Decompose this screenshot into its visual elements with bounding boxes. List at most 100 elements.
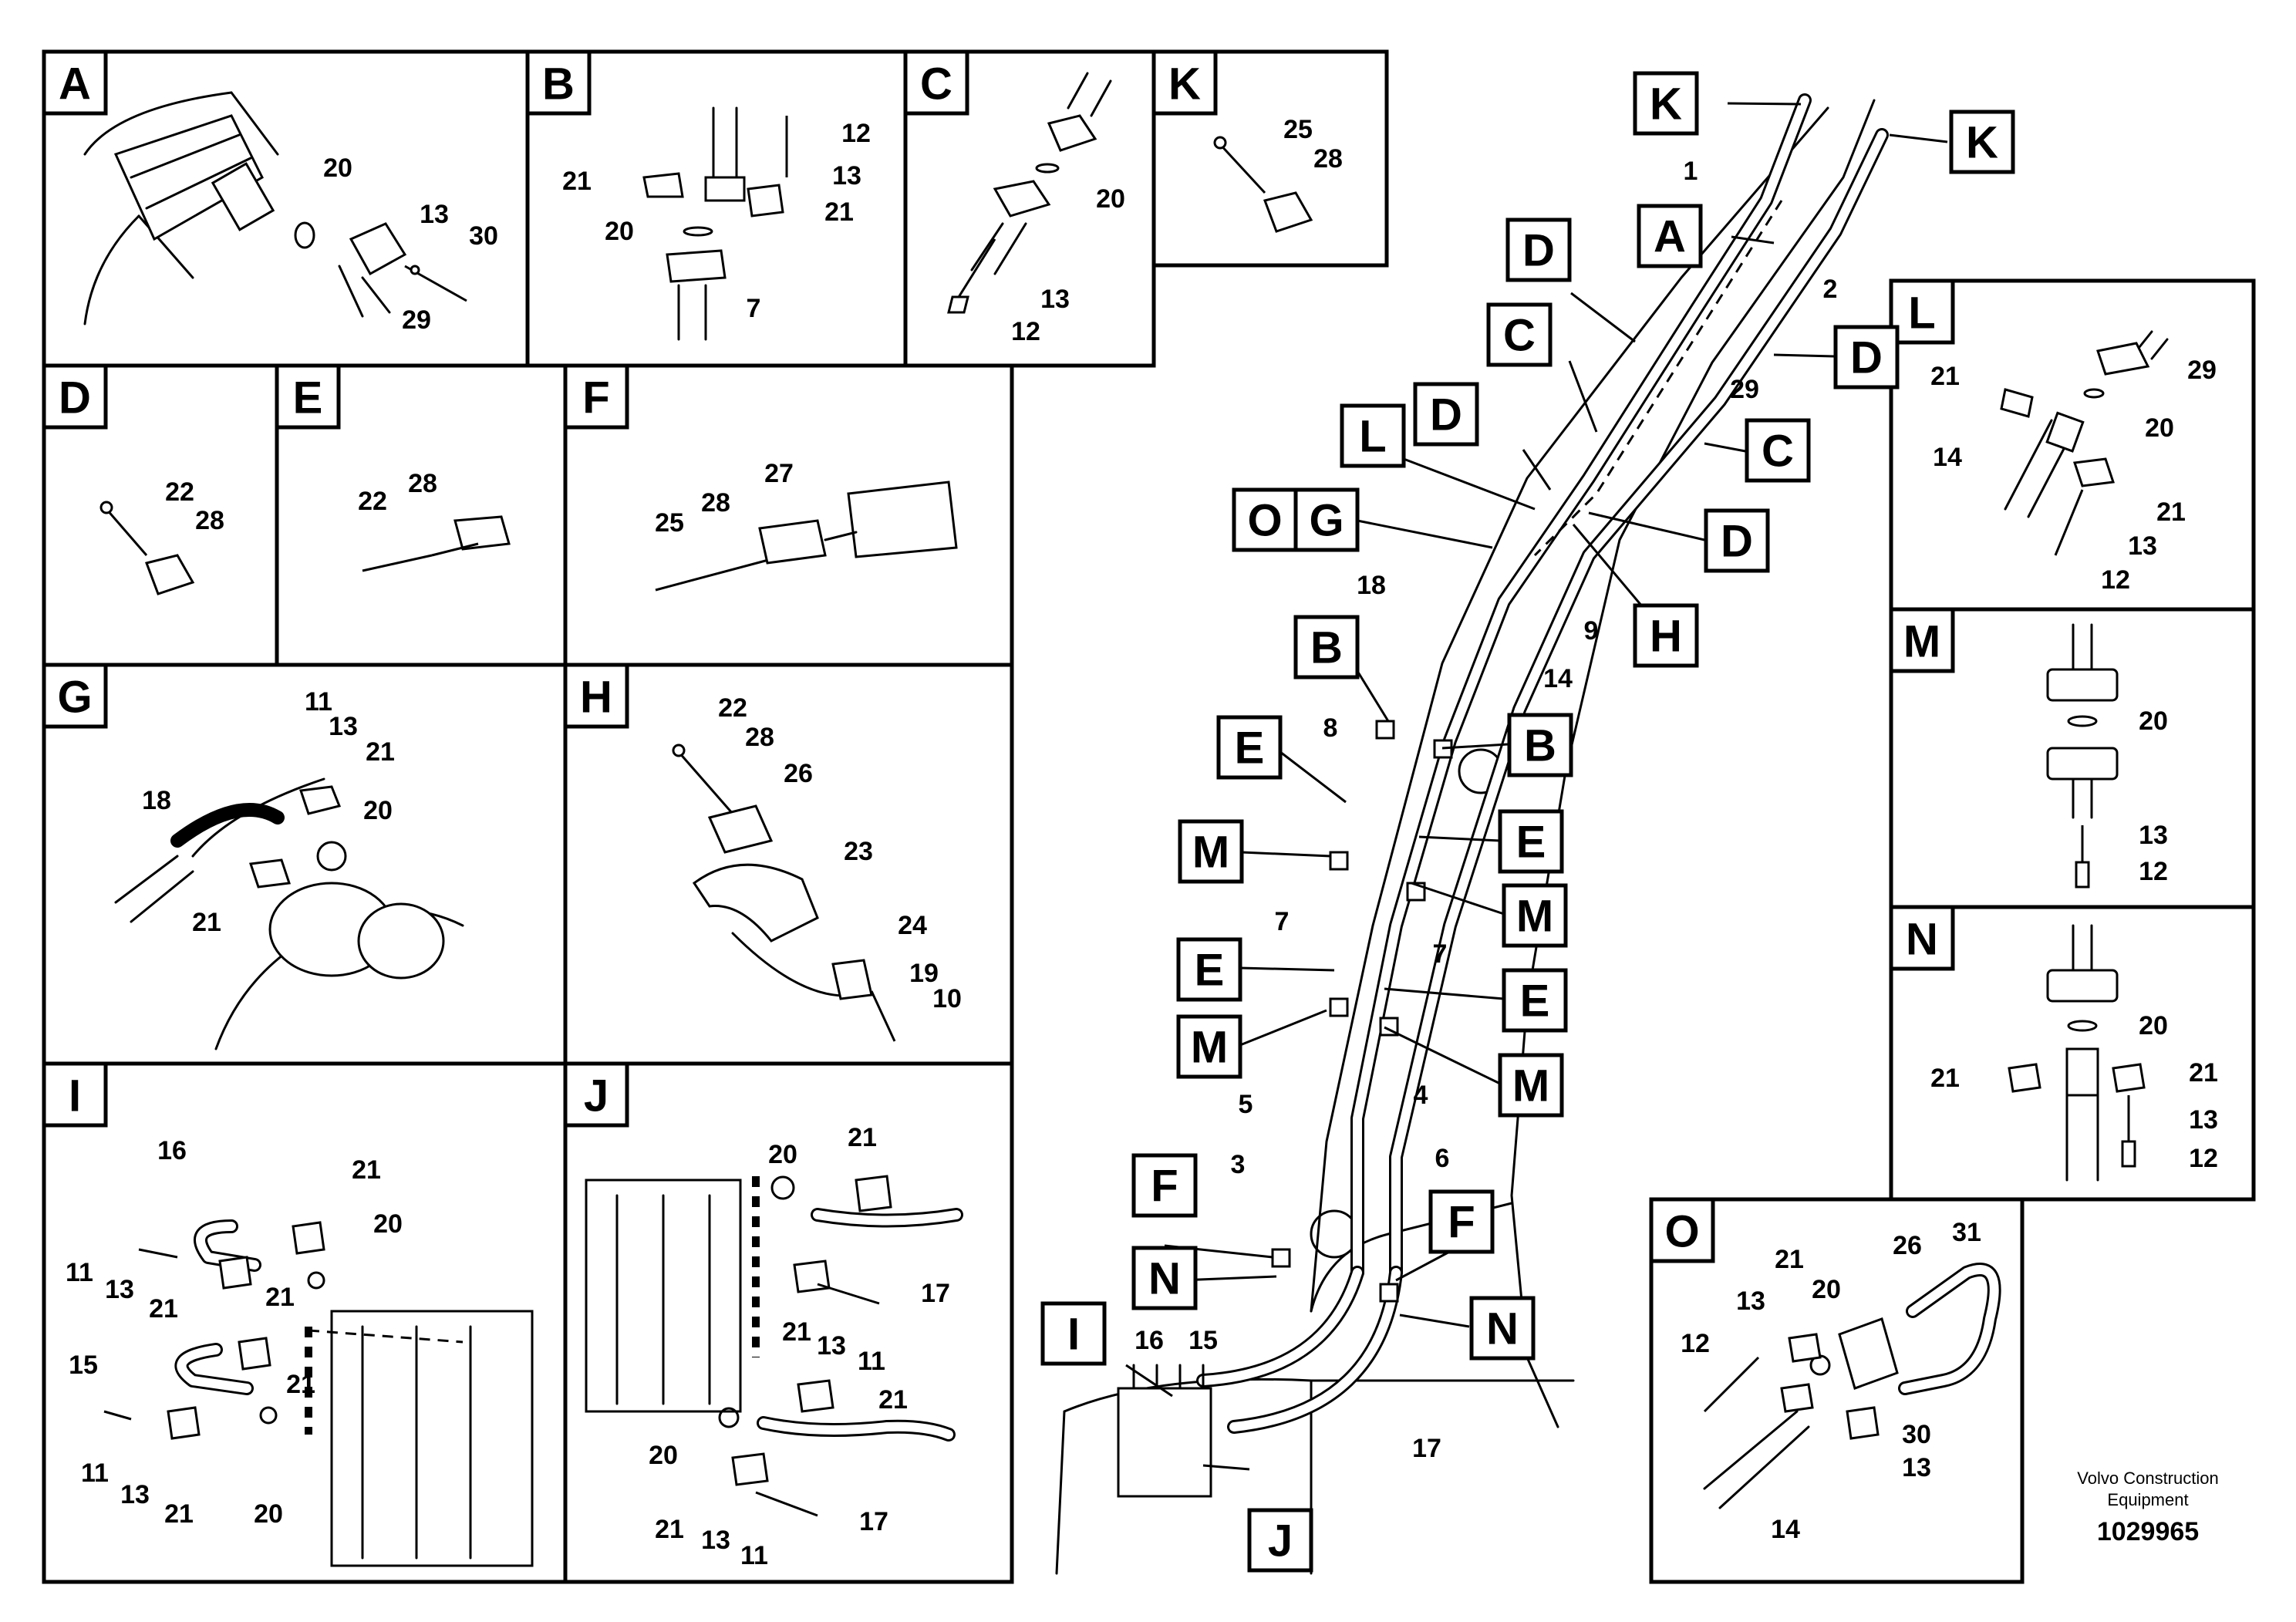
drawing-number: 1029965 (2097, 1517, 2199, 1546)
panel-m-part-13: 13 (2139, 821, 2168, 850)
panel-j-part-21b: 21 (782, 1317, 811, 1347)
callout-c-2: C (1745, 418, 1811, 483)
panel-h-part-22: 22 (718, 693, 747, 723)
panel-i-label: I (42, 1061, 108, 1128)
panel-j-part-20b: 20 (649, 1441, 678, 1470)
panel-h-label: H (563, 663, 629, 729)
panel-i-part-15: 15 (69, 1351, 98, 1380)
panel-a-frame (42, 49, 530, 368)
main-callouts: K K A D D C D C L O G D H B B E E M M E … (1040, 71, 2015, 1573)
panel-d-part-28: 28 (195, 506, 224, 535)
main-leaders (1125, 102, 1948, 1471)
main-part-1: 1 (1684, 157, 1698, 186)
panel-i-part-21d: 21 (286, 1370, 315, 1399)
panel-o-part-13b: 13 (1902, 1453, 1931, 1482)
svg-text:M: M (1191, 1023, 1228, 1073)
panel-n-part-21a: 21 (1930, 1064, 1960, 1093)
panel-b-part-7: 7 (747, 294, 761, 323)
svg-text:E: E (1195, 946, 1225, 996)
svg-text:M: M (1512, 1061, 1549, 1111)
callout-e-1: E (1216, 715, 1283, 780)
panel-g-letter: G (57, 673, 92, 723)
panel-n-part-20: 20 (2139, 1011, 2168, 1040)
svg-text:D: D (1721, 517, 1753, 567)
panel-e-letter: E (293, 373, 323, 423)
callout-b-1: B (1293, 615, 1360, 679)
panel-g-frame (42, 663, 568, 1066)
callout-o: O (1232, 487, 1298, 552)
panel-i-part-16: 16 (157, 1136, 187, 1165)
panel-o-label: O (1649, 1197, 1715, 1263)
panel-k-label: K (1151, 49, 1218, 116)
panel-c-part-12: 12 (1011, 317, 1040, 346)
panel-j-label: J (563, 1061, 629, 1128)
panel-b-part-12: 12 (841, 119, 871, 148)
panel-d-label: D (42, 363, 108, 430)
panel-l-letter: L (1908, 288, 1935, 339)
callout-h: H (1633, 603, 1699, 668)
callout-d-2: D (1833, 325, 1900, 389)
panel-l-label: L (1889, 278, 1955, 345)
callout-m-3: M (1176, 1014, 1242, 1079)
panel-o-part-30: 30 (1902, 1420, 1931, 1449)
panel-n-part-13: 13 (2189, 1105, 2218, 1135)
main-part-3: 3 (1231, 1150, 1246, 1179)
main-part-15: 15 (1188, 1326, 1218, 1355)
panel-k-drawing: 25 28 (1213, 115, 1343, 233)
panel-b-part-13: 13 (832, 161, 861, 191)
panel-i-part-21e: 21 (164, 1499, 194, 1529)
svg-text:E: E (1516, 818, 1546, 868)
svg-text:C: C (1762, 427, 1794, 477)
main-part-5: 5 (1239, 1090, 1253, 1119)
main-part-6: 6 (1435, 1144, 1450, 1173)
panel-g-part-18: 18 (142, 786, 171, 815)
svg-text:N: N (1148, 1254, 1181, 1304)
panel-i-letter: I (69, 1071, 81, 1121)
callout-m-4: M (1498, 1053, 1564, 1118)
panel-j-part-21c: 21 (878, 1385, 908, 1415)
panel-i-part-21c: 21 (265, 1283, 295, 1312)
panel-h-part-26: 26 (784, 759, 813, 788)
main-part-7a: 7 (1275, 907, 1290, 936)
panel-c-part-20: 20 (1096, 184, 1125, 214)
panel-e-label: E (275, 363, 341, 430)
callout-e-2: E (1498, 809, 1564, 874)
panel-b-part-21a: 21 (562, 167, 592, 196)
panel-i-part-21b: 21 (149, 1294, 178, 1324)
panel-c-drawing: 20 13 12 (947, 72, 1125, 346)
panel-j-part-13b: 13 (701, 1526, 730, 1555)
panel-l-part-20: 20 (2145, 413, 2174, 443)
panel-g-drawing: 11 13 21 18 20 21 (114, 687, 464, 1050)
svg-text:M: M (1192, 828, 1229, 878)
main-part-2: 2 (1823, 275, 1838, 304)
panel-k-part-28: 28 (1313, 144, 1343, 174)
panel-a-drawing: 20 13 30 29 (83, 91, 498, 335)
callout-m-2: M (1502, 883, 1568, 948)
panel-a-part-29: 29 (402, 305, 431, 335)
panel-f-drawing: 27 25 28 (655, 459, 958, 592)
panel-l-part-21b: 21 (2156, 497, 2186, 527)
panel-letters: A B C K D E F G H I J L M N O (42, 49, 1955, 1263)
panel-c-letter: C (920, 59, 952, 110)
callout-d-4: D (1704, 508, 1770, 573)
panel-i-part-11b: 11 (81, 1458, 109, 1488)
panel-i-part-21a: 21 (352, 1155, 381, 1185)
panel-o-part-13a: 13 (1736, 1286, 1765, 1316)
main-part-14: 14 (1543, 664, 1573, 693)
panel-o-drawing: 21 26 31 13 20 12 30 13 14 (1681, 1218, 2001, 1544)
panel-g-part-20: 20 (363, 796, 393, 825)
panel-h-drawing: 22 28 26 23 24 19 10 (672, 693, 962, 1042)
panel-l-drawing: 29 21 20 14 21 13 12 (1930, 330, 2217, 595)
panel-j-part-20a: 20 (768, 1140, 797, 1169)
panel-n-part-21b: 21 (2189, 1058, 2218, 1088)
callout-f-2: F (1428, 1189, 1495, 1254)
panel-a-part-20: 20 (323, 153, 352, 183)
svg-text:K: K (1966, 118, 1998, 168)
svg-text:F: F (1448, 1198, 1475, 1248)
svg-text:O: O (1247, 496, 1282, 546)
panel-o-part-26: 26 (1893, 1231, 1922, 1260)
panel-a-letter: A (59, 59, 91, 110)
panel-a-part-13: 13 (420, 200, 449, 229)
main-assembly-drawing (1055, 93, 1889, 1575)
callout-k-left: K (1633, 71, 1699, 136)
